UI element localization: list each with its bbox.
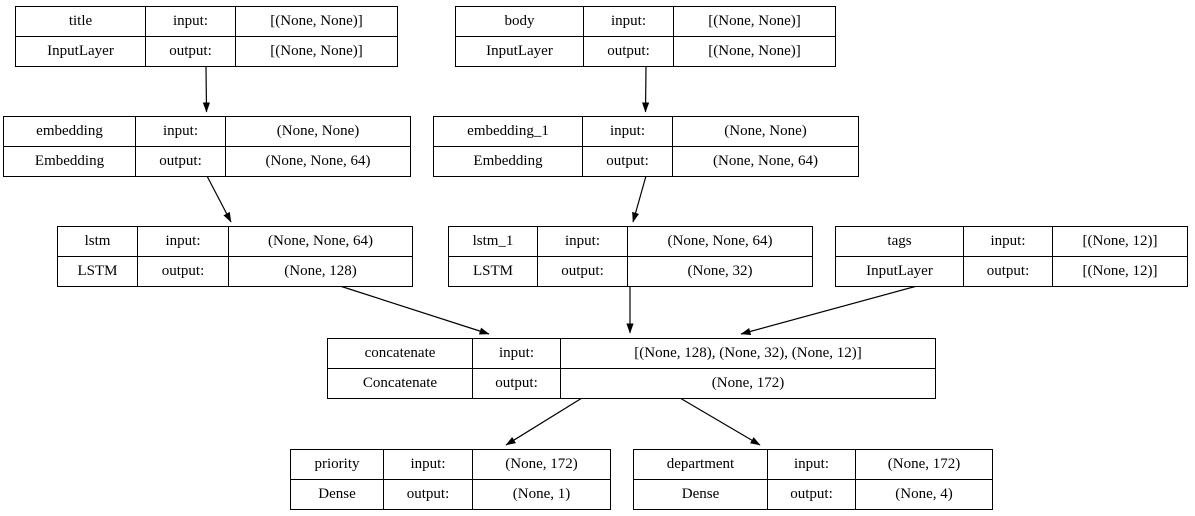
output-shape-cell: (None, 128) <box>228 256 413 287</box>
layer-type-cell: InputLayer <box>455 36 584 67</box>
edge-concatenate-to-priority <box>505 397 583 446</box>
output-label-cell: output: <box>537 256 628 287</box>
input-label-cell: input: <box>767 449 856 480</box>
edge-tags-to-concatenate <box>740 285 918 335</box>
layer-name-cell: department <box>633 449 768 480</box>
output-shape-cell: (None, None, 64) <box>225 146 411 177</box>
input-shape-cell: [(None, None)] <box>235 6 398 37</box>
output-label-cell: output: <box>137 256 229 287</box>
edge-body-to-embedding_1 <box>642 65 650 113</box>
node-body: body input: [(None, None)] InputLayer ou… <box>455 6 836 67</box>
node-lstm_1: lstm_1 input: (None, None, 64) LSTM outp… <box>448 226 813 287</box>
layer-type-cell: LSTM <box>57 256 138 287</box>
input-shape-cell: (None, 172) <box>855 449 993 480</box>
layer-name-cell: title <box>15 6 146 37</box>
node-embedding_1: embedding_1 input: (None, None) Embeddin… <box>433 116 859 177</box>
output-shape-cell: (None, 1) <box>472 479 611 510</box>
node-priority: priority input: (None, 172) Dense output… <box>290 449 611 510</box>
input-label-cell: input: <box>145 6 236 37</box>
node-embedding: embedding input: (None, None) Embedding … <box>3 116 411 177</box>
output-shape-cell: [(None, None)] <box>235 36 398 67</box>
output-label-cell: output: <box>383 479 473 510</box>
output-shape-cell: (None, 32) <box>627 256 813 287</box>
layer-type-cell: Dense <box>290 479 384 510</box>
input-shape-cell: [(None, 12)] <box>1052 226 1188 257</box>
edge-concatenate-to-department <box>679 397 761 446</box>
layer-name-cell: tags <box>835 226 964 257</box>
layer-type-cell: InputLayer <box>835 256 964 287</box>
input-shape-cell: (None, None, 64) <box>228 226 413 257</box>
input-shape-cell: (None, None) <box>672 116 859 147</box>
node-lstm: lstm input: (None, None, 64) LSTM output… <box>57 226 413 287</box>
input-label-cell: input: <box>383 449 473 480</box>
output-shape-cell: [(None, 12)] <box>1052 256 1188 287</box>
input-label-cell: input: <box>537 226 628 257</box>
layer-type-cell: Embedding <box>3 146 136 177</box>
output-label-cell: output: <box>135 146 226 177</box>
layer-name-cell: priority <box>290 449 384 480</box>
input-label-cell: input: <box>582 116 673 147</box>
node-concatenate: concatenate input: [(None, 128), (None, … <box>327 338 936 399</box>
input-label-cell: input: <box>137 226 229 257</box>
layer-type-cell: LSTM <box>448 256 538 287</box>
edge-embedding-to-lstm <box>206 175 232 223</box>
edge-lstm-to-concatenate <box>339 285 490 335</box>
input-label-cell: input: <box>472 338 561 369</box>
node-title: title input: [(None, None)] InputLayer o… <box>15 6 398 67</box>
layer-name-cell: embedding <box>3 116 136 147</box>
output-label-cell: output: <box>583 36 674 67</box>
output-label-cell: output: <box>472 368 561 399</box>
output-label-cell: output: <box>145 36 236 67</box>
layer-type-cell: Concatenate <box>327 368 473 399</box>
edge-embedding_1-to-lstm_1 <box>632 175 647 223</box>
input-shape-cell: [(None, None)] <box>673 6 836 37</box>
layer-type-cell: Dense <box>633 479 768 510</box>
layer-name-cell: body <box>455 6 584 37</box>
input-shape-cell: (None, None) <box>225 116 411 147</box>
input-label-cell: input: <box>963 226 1053 257</box>
input-shape-cell: [(None, 128), (None, 32), (None, 12)] <box>560 338 936 369</box>
output-label-cell: output: <box>963 256 1053 287</box>
output-shape-cell: (None, 172) <box>560 368 936 399</box>
input-shape-cell: (None, None, 64) <box>627 226 813 257</box>
node-tags: tags input: [(None, 12)] InputLayer outp… <box>835 226 1188 287</box>
output-shape-cell: (None, 4) <box>855 479 993 510</box>
layer-type-cell: Embedding <box>433 146 583 177</box>
output-shape-cell: [(None, None)] <box>673 36 836 67</box>
input-label-cell: input: <box>583 6 674 37</box>
layer-name-cell: embedding_1 <box>433 116 583 147</box>
layer-name-cell: concatenate <box>327 338 473 369</box>
edge-title-to-embedding <box>202 65 210 113</box>
node-department: department input: (None, 172) Dense outp… <box>633 449 993 510</box>
layer-name-cell: lstm_1 <box>448 226 538 257</box>
output-label-cell: output: <box>767 479 856 510</box>
input-shape-cell: (None, 172) <box>472 449 611 480</box>
layer-name-cell: lstm <box>57 226 138 257</box>
output-shape-cell: (None, None, 64) <box>672 146 859 177</box>
layer-type-cell: InputLayer <box>15 36 146 67</box>
output-label-cell: output: <box>582 146 673 177</box>
input-label-cell: input: <box>135 116 226 147</box>
